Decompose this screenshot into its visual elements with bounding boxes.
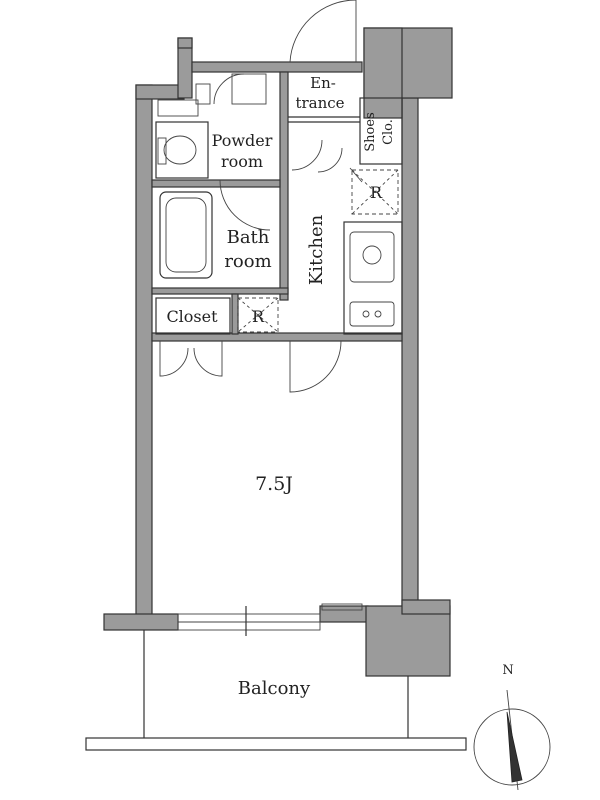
column-top-right-neck	[363, 27, 403, 119]
toilet-tank	[157, 137, 167, 165]
refrigerator-mark-closet: R	[252, 307, 265, 326]
main-room-size-label: 7.5J	[255, 473, 293, 495]
entrance-label-1: En-	[310, 74, 336, 92]
toilet-bowl	[163, 135, 197, 165]
refrigerator-mark-kitchen: R	[370, 183, 383, 202]
partition-bath-closet	[151, 287, 289, 295]
washer-diag-2	[237, 297, 279, 333]
upper-fixture	[231, 73, 267, 105]
upper-fixture-3	[157, 99, 199, 117]
kitchen-counter	[343, 221, 403, 335]
entrance-door-swing	[289, 0, 356, 63]
washbasin-counter	[155, 121, 209, 179]
closet-box	[155, 297, 231, 335]
column-bottom-right-neck	[401, 599, 451, 615]
closet-door-left	[159, 341, 189, 377]
balcony-label: Balcony	[238, 678, 311, 699]
partition-main	[151, 332, 403, 342]
wall-top	[191, 61, 363, 73]
column-bottom-right	[365, 605, 451, 677]
upper-fixture-2	[195, 83, 211, 105]
main-door-swing	[289, 340, 342, 393]
bathtub-inner	[165, 197, 207, 273]
compass-north-label: N	[502, 663, 513, 678]
closet-label: Closet	[166, 307, 218, 326]
wall-bottom-right	[319, 605, 369, 623]
kitchen-door-swing-2	[317, 147, 343, 173]
north-compass: N	[473, 663, 551, 791]
fridge-space-closet	[237, 297, 279, 333]
kitchen-label: Kitchen	[306, 214, 327, 285]
compass-circle	[473, 708, 551, 786]
partition-closet-right	[231, 293, 239, 335]
window-frame-right	[321, 603, 363, 611]
entrance-label-2: trance	[295, 94, 344, 112]
wall-top-upper	[177, 37, 193, 49]
powder-room-label-2: room	[221, 152, 263, 171]
bath-room-label-1: Bath	[227, 227, 270, 248]
fridge-space-kitchen	[351, 169, 399, 215]
burner-2	[374, 310, 382, 318]
bath-room-label-2: room	[224, 251, 271, 272]
shoes-closet-label-1: Shoes	[363, 112, 378, 151]
fridge-diag-2	[351, 169, 399, 215]
compass-needle	[506, 711, 523, 783]
shoes-closet	[359, 97, 403, 165]
wall-right	[401, 97, 419, 609]
partition-bath-kitchen	[279, 71, 289, 301]
bath-door-swing	[219, 179, 271, 231]
partition-powder-bath	[151, 179, 281, 188]
kitchen-sink	[349, 231, 395, 283]
shoes-door-swing	[349, 167, 363, 183]
kitchen-stove	[349, 301, 395, 327]
balcony-edge	[85, 737, 467, 751]
wall-bottom-left	[103, 613, 179, 631]
sink-drain	[362, 245, 382, 265]
wall-top-left	[135, 84, 185, 100]
powder-door-swing	[213, 73, 245, 105]
bathtub	[159, 191, 213, 279]
shoes-closet-label-2: Clo.	[381, 119, 396, 145]
wall-left	[135, 84, 153, 621]
kitchen-door-swing	[291, 139, 323, 171]
burner-1	[362, 310, 370, 318]
powder-room-label-1: Powder	[212, 131, 273, 150]
closet-door-right	[193, 341, 223, 377]
